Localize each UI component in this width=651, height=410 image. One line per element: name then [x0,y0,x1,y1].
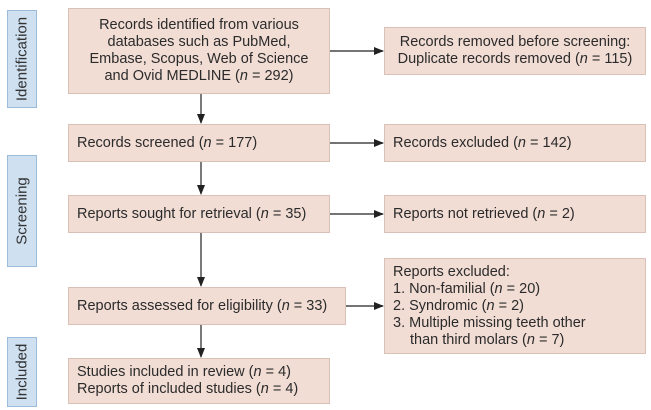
records-identified-box: Records identified from various database… [68,8,330,94]
phase-identification: Identification [7,10,37,108]
reports-not-retrieved-box: Reports not retrieved (n = 2) [384,195,646,233]
reports-not-retrieved-text: Reports not retrieved (n = 2) [393,205,575,222]
records-identified-line-4: and Ovid MEDLINE (n = 292) [104,68,294,84]
reports-sought-text: Reports sought for retrieval (n = 35) [77,205,307,222]
studies-included-box: Studies included in review (n = 4) Repor… [68,358,330,404]
phase-identification-label: Identification [13,16,31,102]
reports-excluded-title: Reports excluded: [393,263,510,280]
phase-screening-label: Screening [13,177,31,245]
reports-assessed-box: Reports assessed for eligibility (n = 33… [68,287,346,325]
reports-excluded-item-2: 2. Syndromic (n = 2) [393,297,524,314]
phase-included: Included [7,337,37,407]
phase-included-label: Included [13,343,31,401]
records-screened-text: Records screened (n = 177) [77,134,258,151]
records-identified-line-2: databases such as PubMed, [107,34,291,50]
records-removed-line-1: Records removed before screening: [399,34,631,50]
phase-screening: Screening [7,155,37,267]
records-removed-line-2: Duplicate records removed (n = 115) [397,51,633,67]
records-removed-box: Records removed before screening: Duplic… [384,27,646,75]
records-excluded-text: Records excluded (n = 142) [393,134,572,151]
reports-excluded-item-3-cont: than third molars (n = 7) [410,331,565,348]
studies-included-line-2: Reports of included studies (n = 4) [77,381,299,397]
reports-assessed-text: Reports assessed for eligibility (n = 33… [77,297,328,314]
reports-excluded-box: Reports excluded: 1. Non-familial (n = 2… [384,258,646,354]
records-screened-box: Records screened (n = 177) [68,124,330,162]
reports-excluded-item-1: 1. Non-familial (n = 20) [393,280,541,297]
studies-included-line-1: Studies included in review (n = 4) [77,364,292,380]
records-excluded-box: Records excluded (n = 142) [384,124,646,162]
records-identified-line-1: Records identified from various [99,17,299,33]
reports-sought-box: Reports sought for retrieval (n = 35) [68,195,330,233]
reports-excluded-item-3: 3. Multiple missing teeth other [393,314,586,331]
records-identified-line-3: Embase, Scopus, Web of Science [89,51,309,67]
